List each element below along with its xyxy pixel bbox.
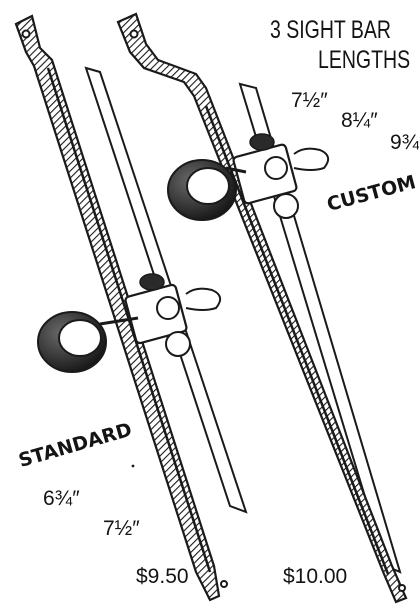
heading-line-1: 3 SIGHT BAR <box>270 16 392 44</box>
standard-sight-bar <box>14 14 248 602</box>
standard-length-2: 7½″ <box>103 517 140 540</box>
custom-length-1: 7½″ <box>291 89 328 112</box>
custom-sight-block <box>232 133 330 219</box>
heading-line-2: LENGTHS <box>318 46 411 74</box>
standard-length-1: 6¾″ <box>43 487 80 510</box>
custom-mount-hole-bottom <box>398 584 406 592</box>
custom-price: $10.00 <box>283 565 348 588</box>
standard-bar-body <box>14 14 221 602</box>
custom-sight-bar <box>116 12 408 604</box>
standard-mount-hole-top <box>21 29 31 39</box>
standard-aperture-ring <box>37 311 139 373</box>
custom-aperture-ring <box>167 159 247 221</box>
custom-length-3: 9¾ <box>390 131 419 154</box>
speck-dot <box>131 464 135 468</box>
standard-mount-hole-bottom <box>220 580 228 588</box>
standard-price: $9.50 <box>136 565 189 588</box>
standard-sight-block <box>124 273 222 357</box>
custom-mount-hole-top <box>129 29 139 39</box>
custom-length-2: 8¼″ <box>341 109 378 132</box>
